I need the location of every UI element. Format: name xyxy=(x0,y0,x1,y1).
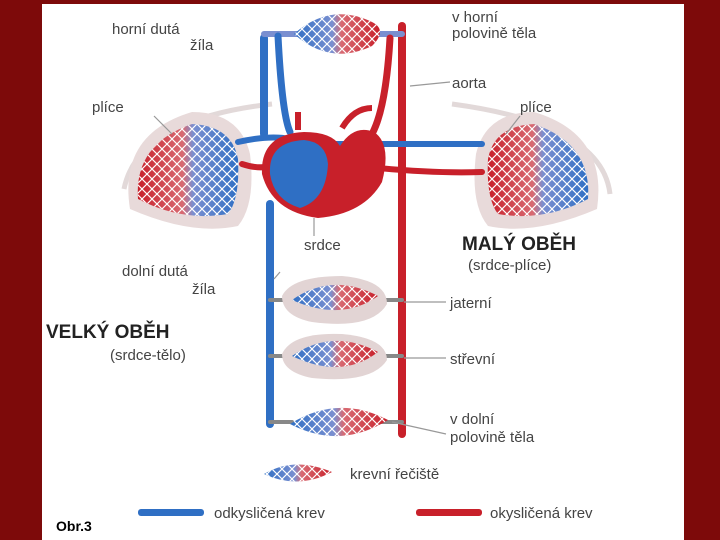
label-aorta: aorta xyxy=(452,75,487,92)
legend-capillary-bed: krevní řečiště xyxy=(264,464,439,483)
label-upper-body-1: v horní xyxy=(452,9,499,26)
circulation-diagram: horní dutá žíla v horní polovině těla ao… xyxy=(46,9,613,522)
label-lower-body-2: polovině těla xyxy=(450,429,535,446)
capillary-bed-liver xyxy=(282,276,387,324)
label-large-circulation-subtitle: (srdce-tělo) xyxy=(110,347,186,364)
heart xyxy=(261,105,386,218)
legend-capillary-bed-label: krevní řečiště xyxy=(350,466,439,483)
label-intestine: střevní xyxy=(450,351,496,368)
slide: horní dutá žíla v horní polovině těla ao… xyxy=(42,4,684,540)
label-lung-right: plíce xyxy=(520,99,552,116)
legend-oxygenated-label: okysličená krev xyxy=(490,505,593,522)
label-small-circulation-subtitle: (srdce-plíce) xyxy=(468,257,551,274)
legend-oxygenated: okysličená krev xyxy=(416,505,593,522)
label-upper-body-2: polovině těla xyxy=(452,25,537,42)
capillary-bed-intestine xyxy=(282,333,387,380)
left-lung xyxy=(128,112,252,229)
label-large-circulation-title: VELKÝ OBĚH xyxy=(46,321,170,343)
legend: krevní řečiště odkysličená krev okysliče… xyxy=(138,464,593,522)
figure-caption: Obr.3 xyxy=(56,518,92,534)
capillary-bed-lower xyxy=(290,407,388,437)
capillary-bed-upper xyxy=(294,14,380,54)
label-lower-body-1: v dolní xyxy=(450,411,495,428)
legend-deoxygenated-label: odkysličená krev xyxy=(214,505,325,522)
label-lower-vena-cava-2: žíla xyxy=(192,281,216,298)
label-lower-vena-cava-1: dolní dutá xyxy=(122,263,189,280)
label-heart: srdce xyxy=(304,237,341,254)
right-lung xyxy=(474,112,599,229)
label-lung-left: plíce xyxy=(92,99,124,116)
label-upper-vena-cava-1: horní dutá xyxy=(112,21,180,38)
legend-deoxygenated: odkysličená krev xyxy=(138,505,325,522)
label-upper-vena-cava-2: žíla xyxy=(190,37,214,54)
label-small-circulation-title: MALÝ OBĚH xyxy=(462,233,576,255)
label-liver: jaterní xyxy=(449,295,493,312)
pointer-lines xyxy=(153,81,521,435)
